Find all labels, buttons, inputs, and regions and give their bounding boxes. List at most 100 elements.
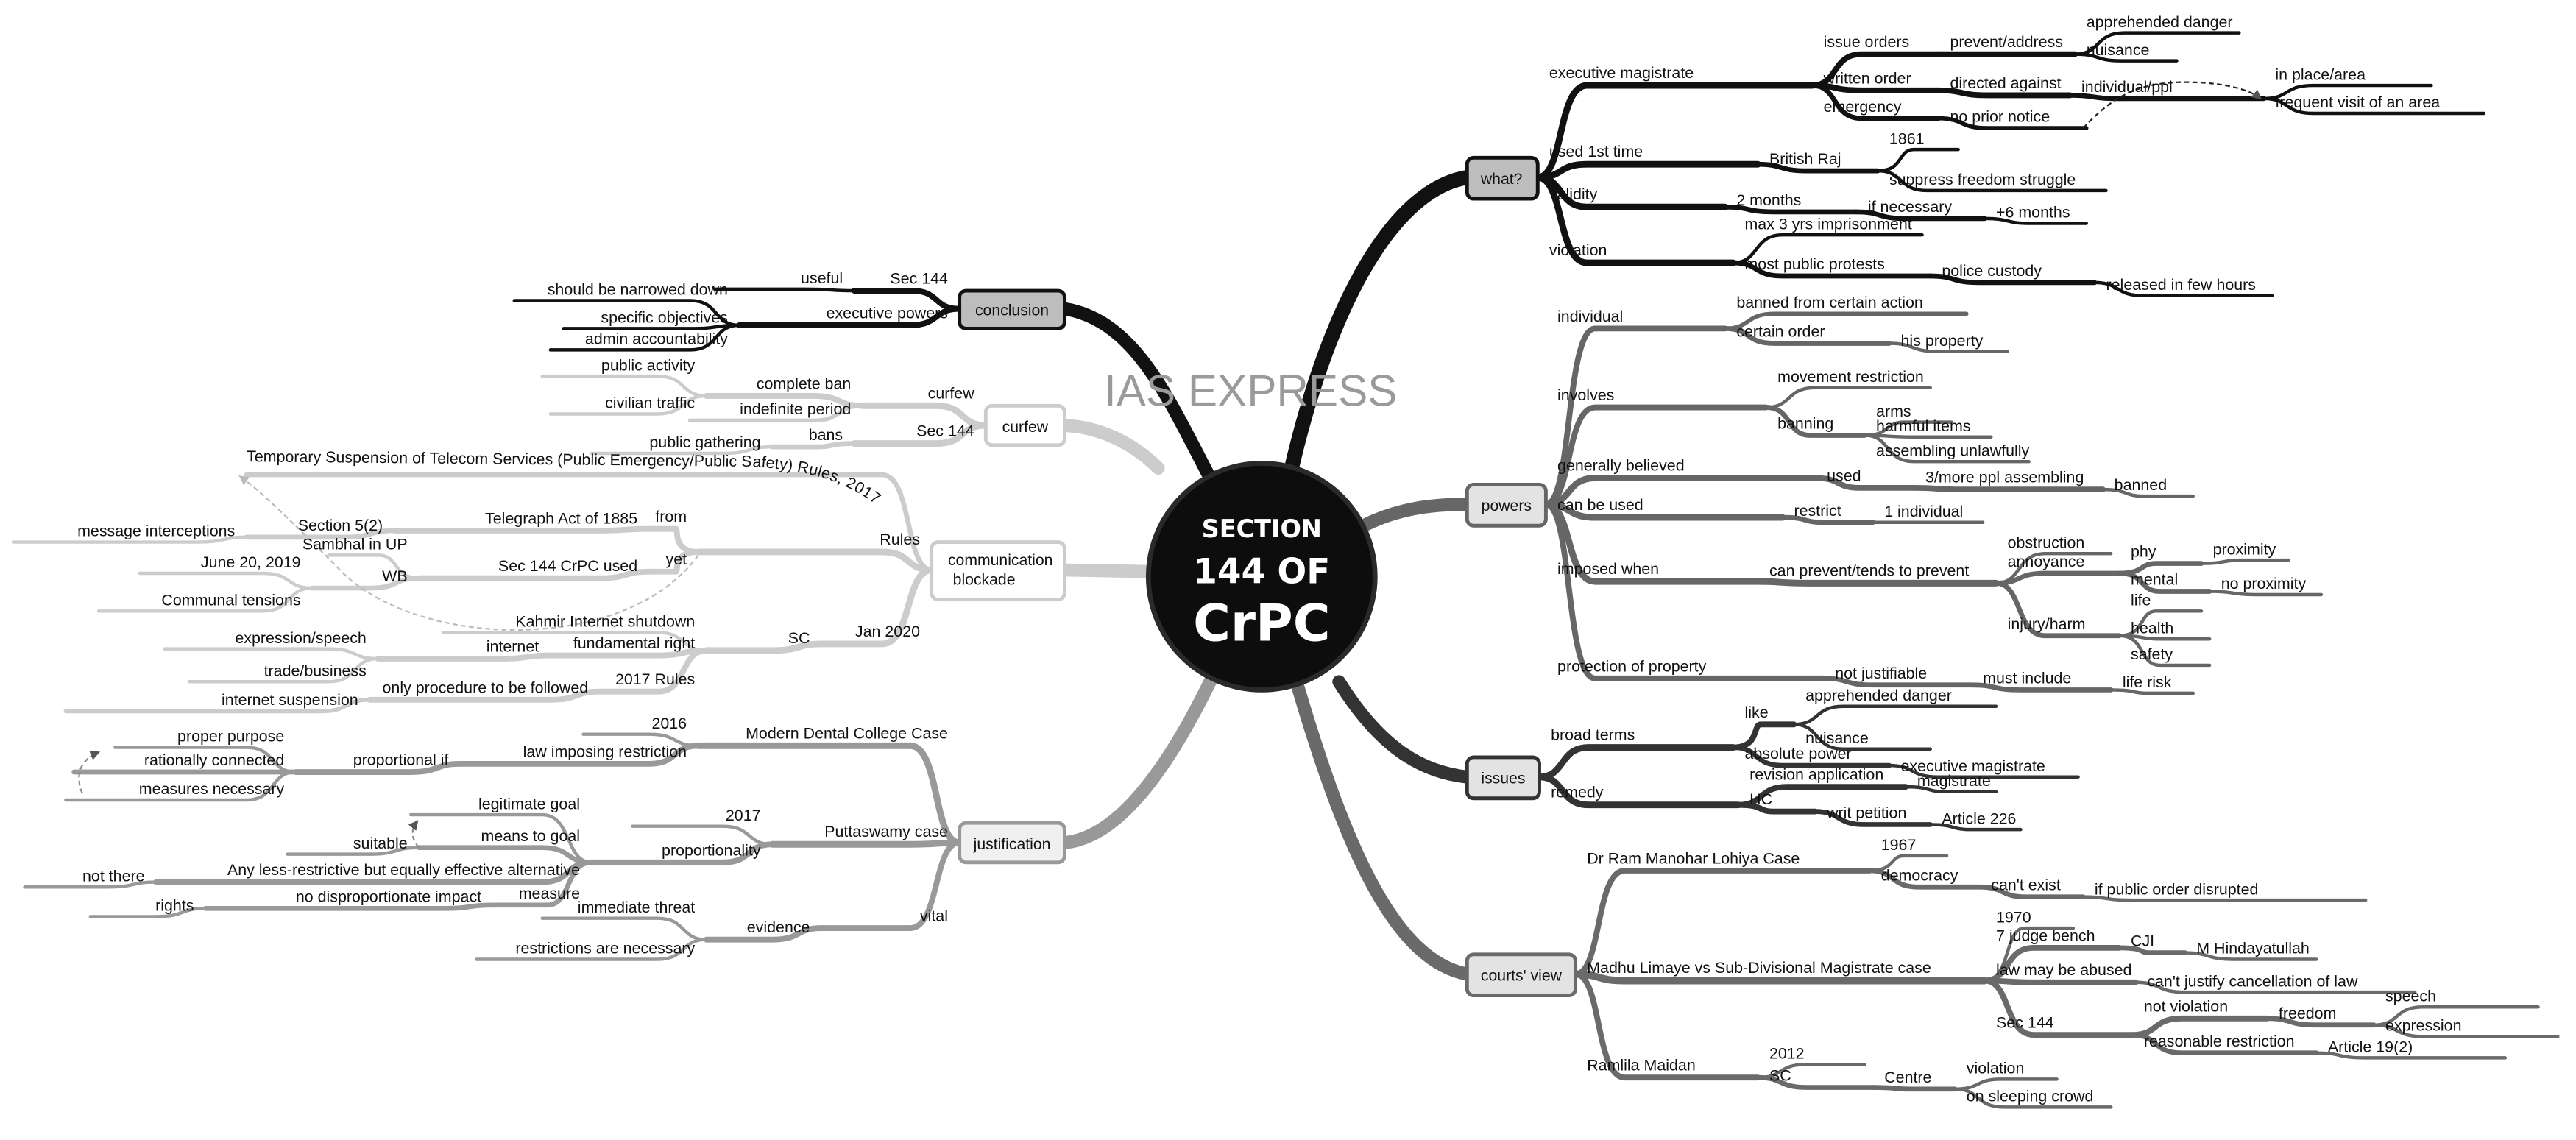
branch-line-powers-three_more [1911, 484, 2106, 493]
node-courts-hidayatullah: M Hindayatullah [2196, 940, 2310, 957]
node-curfew-sec144: Sec 144 [916, 422, 974, 440]
topic-what-label: what? [1480, 171, 1523, 188]
branch-line-justification-not_there [23, 880, 158, 889]
branch-line-curfew-sec144 [851, 422, 989, 447]
branch-line-justification-no_disprop [202, 902, 496, 911]
branch-line-justification-measures [64, 770, 298, 802]
node-powers-can-prevent: can prevent/tends to prevent [1769, 562, 1969, 579]
branch-line-courts-freedom [2264, 1016, 2377, 1028]
node-powers-certain-order: certain order [1736, 323, 1825, 341]
node-what-issue-orders: issue orders [1824, 33, 1910, 51]
node-justification-suitable: suitable [353, 835, 408, 852]
node-conclusion-useful: useful [801, 269, 843, 287]
branch-line-what-british [1755, 161, 1880, 174]
branch-line-comm-communal [96, 586, 314, 613]
node-what-if-nec: if necessary [1868, 198, 1953, 216]
central-circle [1145, 461, 1378, 693]
node-justification-law-imposing: law imposing restriction [523, 743, 687, 760]
branch-line-courts-reasonable [2129, 1032, 2319, 1056]
node-what-prevent: prevent/address [1950, 33, 2063, 51]
topic-courts-view[interactable]: courts' view [1465, 952, 1578, 998]
node-justification-y2017: 2017 [726, 807, 761, 824]
node-issues-like: like [1744, 704, 1768, 721]
branch-line-powers-proximity [2199, 558, 2290, 565]
branch-line-conclusion-exec_powers [736, 305, 963, 328]
node-comm-from: from [655, 508, 687, 525]
branch-line-issues-exec_mag [1887, 763, 2080, 779]
node-justification-vital: vital [920, 907, 948, 925]
branch-line-what-violation [1534, 174, 1737, 266]
branch-line-comm-expression [163, 647, 380, 661]
branch-line-comm-temp_rules [244, 472, 935, 573]
topic-conclusion[interactable]: conclusion [958, 288, 1066, 330]
branch-line-courts-democracy [1866, 868, 1983, 890]
topic-communication-blockade[interactable]: communication blockade [930, 540, 1066, 602]
node-justification-y2016: 2016 [651, 715, 687, 732]
node-courts-centre: Centre [1884, 1069, 1931, 1086]
central-topic[interactable]: SECTION 144 OF CrPC [1145, 461, 1378, 693]
node-courts-reasonable: reasonable restriction [2144, 1033, 2295, 1050]
node-powers-arms: arms [1876, 403, 1911, 420]
branch-line-comm-jan2020 [818, 567, 935, 648]
dashed-arrow-means [408, 820, 420, 849]
node-justification-immediate: immediate threat [578, 899, 695, 916]
node-courts-y1967: 1967 [1881, 836, 1917, 854]
node-comm-trade: trade/business [264, 662, 367, 679]
node-powers-banned: banned [2115, 476, 2167, 494]
topic-what[interactable]: what? [1465, 155, 1540, 201]
trunk-curfew [1058, 419, 1165, 475]
branch-line-what-exec_mag [1534, 82, 1816, 181]
node-powers-no-proximity: no proximity [2221, 575, 2307, 592]
topic-issues-label: issues [1481, 771, 1525, 787]
node-justification-measures: measures necessary [139, 780, 285, 798]
branch-line-issues-app_danger [1792, 704, 1998, 726]
node-justification-not-there: not there [82, 867, 145, 885]
branch-line-what-six_months [1983, 216, 2088, 225]
node-curfew-gathering: public gathering [649, 433, 760, 451]
node-curfew-civilian: civilian traffic [605, 394, 695, 412]
topic-curfew[interactable]: curfew [983, 403, 1066, 447]
node-powers-gen-believed: generally believed [1557, 456, 1685, 474]
node-powers-mental: mental [2131, 571, 2178, 589]
branch-line-courts-cji [2117, 945, 2188, 955]
node-powers-life: life [2131, 591, 2151, 609]
node-justification-puttaswamy: Puttaswamy case [824, 823, 948, 840]
node-courts-freedom: freedom [2279, 1005, 2337, 1022]
trunk-branches [1058, 170, 1475, 981]
node-comm-telegraph: Telegraph Act of 1885 [485, 509, 637, 527]
node-courts-sleeping: on sleeping crowd [1967, 1088, 2094, 1105]
branch-line-conclusion-admin [548, 323, 741, 352]
topic-justification[interactable]: justification [958, 821, 1066, 865]
topic-powers[interactable]: powers [1465, 482, 1548, 528]
topic-issues[interactable]: issues [1465, 755, 1541, 801]
node-powers-involves: involves [1557, 386, 1614, 404]
node-courts-art19: Article 19(2) [2328, 1038, 2413, 1056]
branch-line-comm-june [138, 571, 314, 590]
branch-line-conclusion-useful [712, 287, 856, 293]
node-courts-cant-exist: can't exist [1991, 877, 2061, 894]
branch-line-powers-banning [1763, 405, 1867, 438]
branch-line-what-most_protests [1730, 260, 1933, 279]
branch-line-issues-like [1730, 721, 1797, 751]
node-powers-imposed: imposed when [1557, 560, 1659, 578]
node-what-validity: validity [1549, 185, 1598, 203]
node-courts-sc: SC [1769, 1067, 1791, 1085]
node-courts-sec144: Sec 144 [1996, 1014, 2054, 1032]
branch-line-comm-only_proc [367, 688, 603, 703]
branch-line-courts-cant_justify [2134, 980, 2417, 994]
temporary-suspension-rules-text: Temporary Suspension of Telecom Services… [247, 447, 884, 507]
node-comm-jan2020: Jan 2020 [855, 623, 920, 640]
branch-line-comm-internet [375, 652, 553, 662]
branch-line-powers-not_just [1821, 676, 1974, 688]
branch-line-powers-his_property [1887, 341, 2009, 353]
node-courts-lohiya: Dr Ram Manohar Lohiya Case [1587, 849, 1800, 867]
node-curfew-curfew: curfew [928, 384, 975, 402]
branch-line-justification-immediate [540, 916, 709, 941]
node-what-british: British Raj [1769, 150, 1841, 168]
branch-line-what-nuisance [2073, 52, 2179, 63]
node-what-released: released in few hours [2106, 276, 2256, 294]
branch-line-courts-lohiya [1572, 868, 1873, 977]
branch-line-issues-magistrate [1903, 785, 1998, 794]
node-conclusion-exec-powers: executive powers [827, 304, 948, 322]
branch-line-issues-broad [1536, 744, 1737, 781]
